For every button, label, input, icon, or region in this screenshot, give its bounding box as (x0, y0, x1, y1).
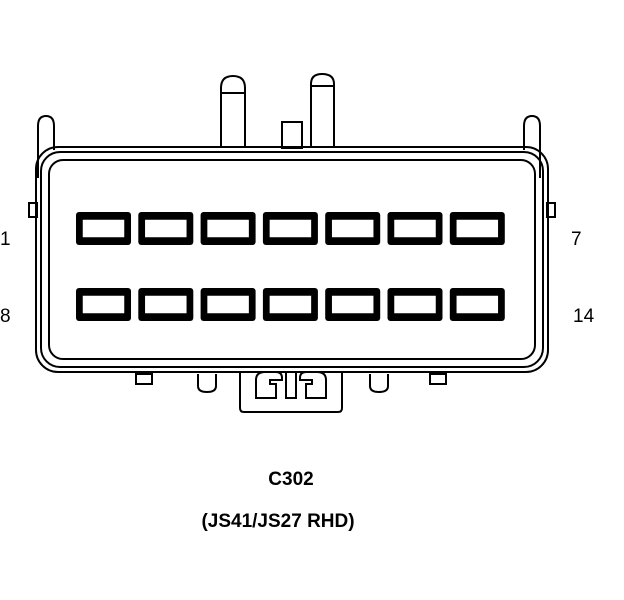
connector-body-inner (48, 159, 536, 360)
left-top-post (220, 74, 246, 148)
pin-opening-8 (81, 294, 126, 315)
lock-center-slot (285, 371, 297, 399)
left-nub (28, 202, 38, 218)
bottom-left-bump (197, 374, 217, 394)
connector-housing (28, 72, 556, 413)
connector-variant: (JS41/JS27 RHD) (201, 511, 354, 532)
lock-right-clip (299, 371, 327, 399)
left-side-tab (37, 114, 55, 178)
pin-opening-3 (205, 218, 251, 239)
pin-opening-11 (268, 294, 313, 315)
pin-opening-2 (143, 218, 189, 239)
pin-opening-7 (455, 218, 500, 239)
pin-opening-5 (330, 218, 375, 239)
pin-label-14: 14 (573, 306, 595, 327)
pin-opening-6 (392, 218, 438, 239)
pin-opening-12 (330, 294, 375, 315)
pin-label-7: 7 (571, 229, 582, 250)
pin-cavities (76, 212, 505, 321)
pin-label-1: 1 (0, 229, 11, 250)
lock-left-clip (255, 371, 283, 399)
connector-name: C302 (268, 469, 313, 490)
pin-opening-4 (268, 218, 313, 239)
bottom-left-tab (135, 373, 153, 385)
bottom-right-tab (429, 373, 447, 385)
pin-label-8: 8 (0, 306, 11, 327)
pin-opening-9 (143, 294, 189, 315)
connector-body-outer (35, 146, 549, 373)
pin-opening-13 (392, 294, 438, 315)
pin-opening-10 (205, 294, 251, 315)
bottom-lock (239, 372, 343, 413)
bottom-right-bump (369, 374, 389, 394)
right-side-tab (523, 114, 541, 178)
connector-body-mid (40, 151, 544, 368)
right-top-post (310, 72, 335, 148)
center-key (281, 121, 303, 149)
pin-opening-14 (455, 294, 500, 315)
pin-opening-1 (81, 218, 126, 239)
